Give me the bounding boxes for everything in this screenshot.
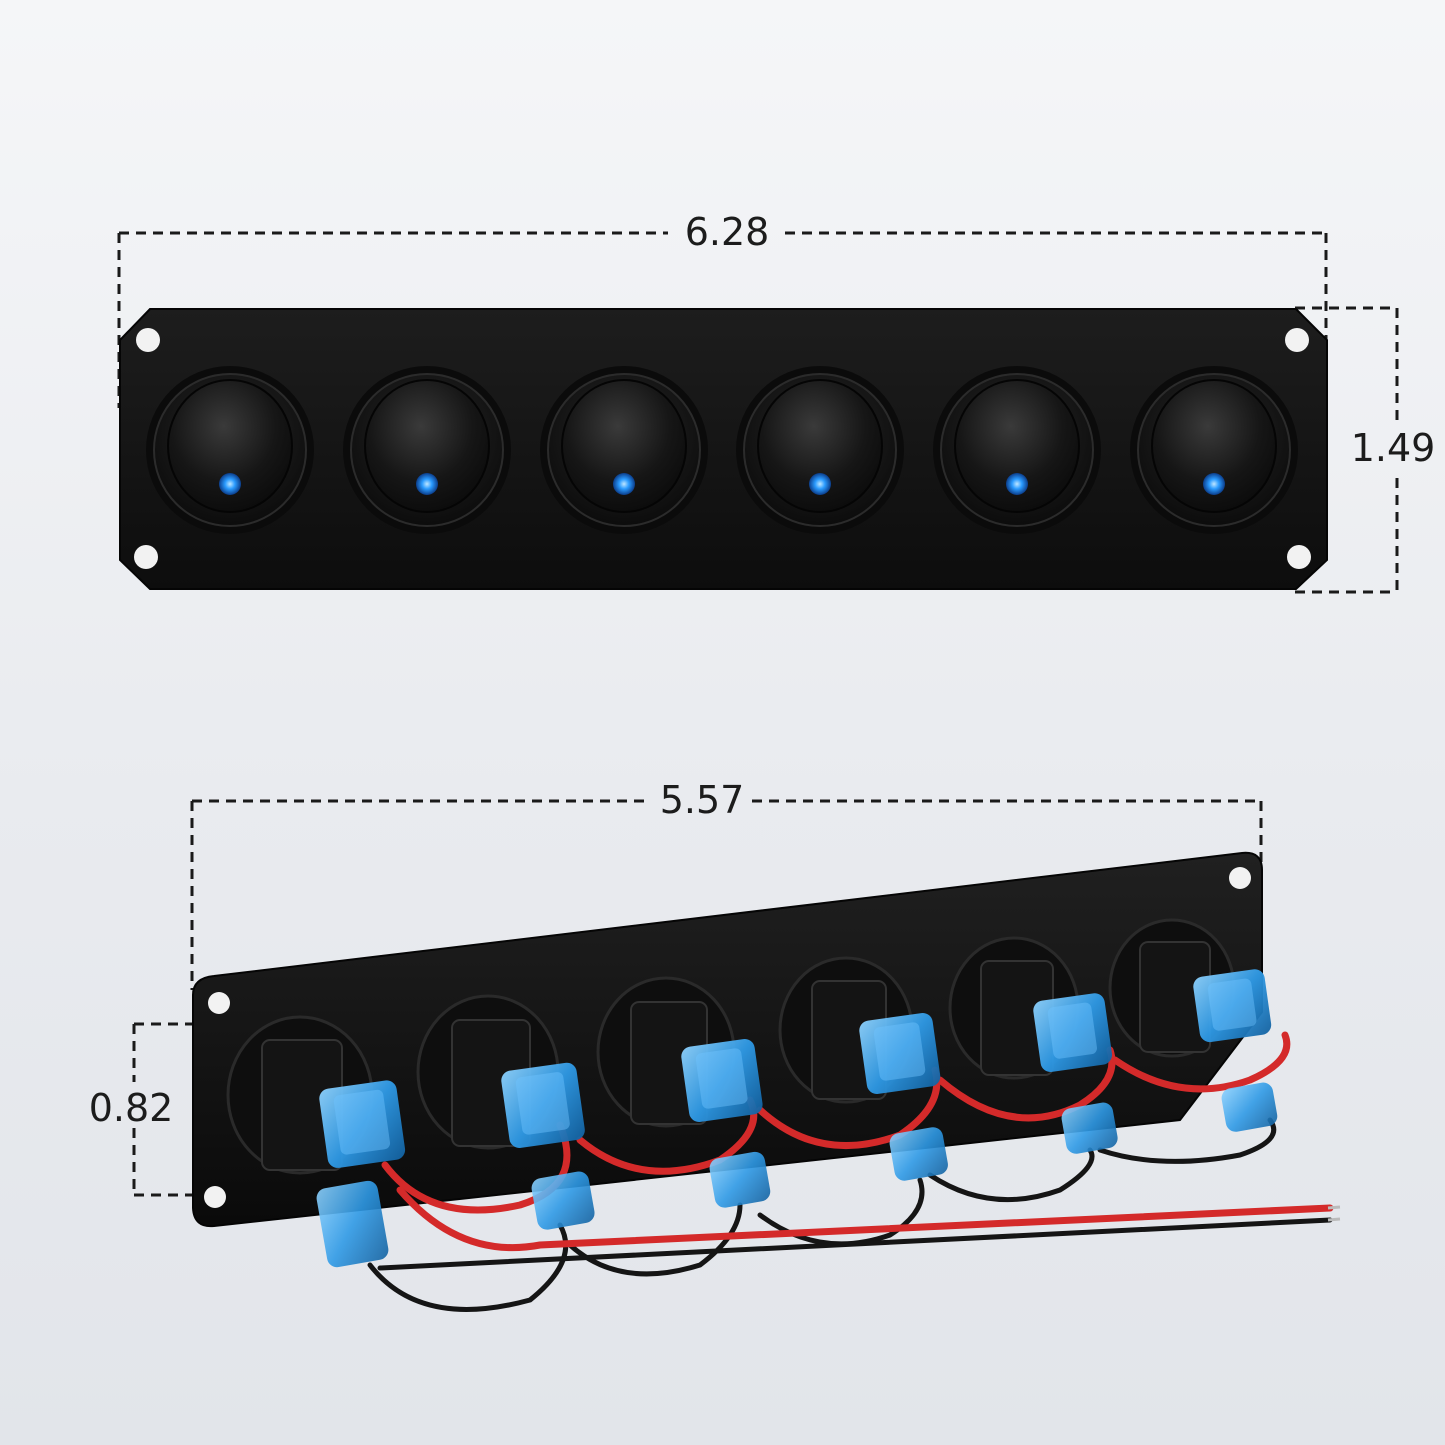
terminal-connector <box>1221 1082 1278 1132</box>
rocker-switch-icon[interactable] <box>933 366 1101 534</box>
terminal-connector <box>1061 1102 1118 1154</box>
led-indicator-icon <box>1203 473 1225 495</box>
back-view: 5.57 0.82 <box>89 778 1341 1312</box>
terminal-connector <box>319 1080 406 1168</box>
front-height-label: 1.49 <box>1351 426 1436 470</box>
mounting-hole-icon <box>134 545 158 569</box>
terminal-connector <box>859 1012 941 1094</box>
terminal-connector <box>1033 993 1113 1073</box>
rocker-switch-icon[interactable] <box>540 366 708 534</box>
wire-tips <box>1327 1205 1341 1222</box>
rocker-switch-row <box>146 366 1298 534</box>
back-depth-label: 0.82 <box>89 1086 174 1130</box>
rocker-switch-icon[interactable] <box>736 366 904 534</box>
rocker-switch-icon[interactable] <box>343 366 511 534</box>
mounting-hole-icon <box>1285 328 1309 352</box>
terminal-connector <box>681 1038 763 1122</box>
mounting-hole-icon <box>208 992 230 1014</box>
mounting-hole-icon <box>204 1186 226 1208</box>
terminal-connector <box>316 1180 389 1268</box>
mounting-hole-icon <box>136 328 160 352</box>
terminal-connector <box>531 1171 595 1230</box>
rocker-switch-icon[interactable] <box>146 366 314 534</box>
terminal-connectors <box>316 969 1278 1268</box>
black-wires <box>367 1117 1333 1312</box>
terminal-connector <box>501 1062 585 1148</box>
led-indicator-icon <box>809 473 831 495</box>
terminal-connector <box>709 1151 771 1208</box>
led-indicator-icon <box>1006 473 1028 495</box>
terminal-connector <box>889 1127 948 1181</box>
led-indicator-icon <box>219 473 241 495</box>
front-view: 6.28 1.49 <box>117 210 1436 594</box>
terminal-connector <box>1193 969 1272 1043</box>
led-indicator-icon <box>613 473 635 495</box>
mounting-hole-icon <box>1229 867 1251 889</box>
front-width-label: 6.28 <box>685 210 770 254</box>
back-width-label: 5.57 <box>660 778 745 822</box>
front-height-dimension <box>1295 306 1399 594</box>
led-indicator-icon <box>416 473 438 495</box>
rocker-switch-icon[interactable] <box>1130 366 1298 534</box>
mounting-hole-icon <box>1287 545 1311 569</box>
